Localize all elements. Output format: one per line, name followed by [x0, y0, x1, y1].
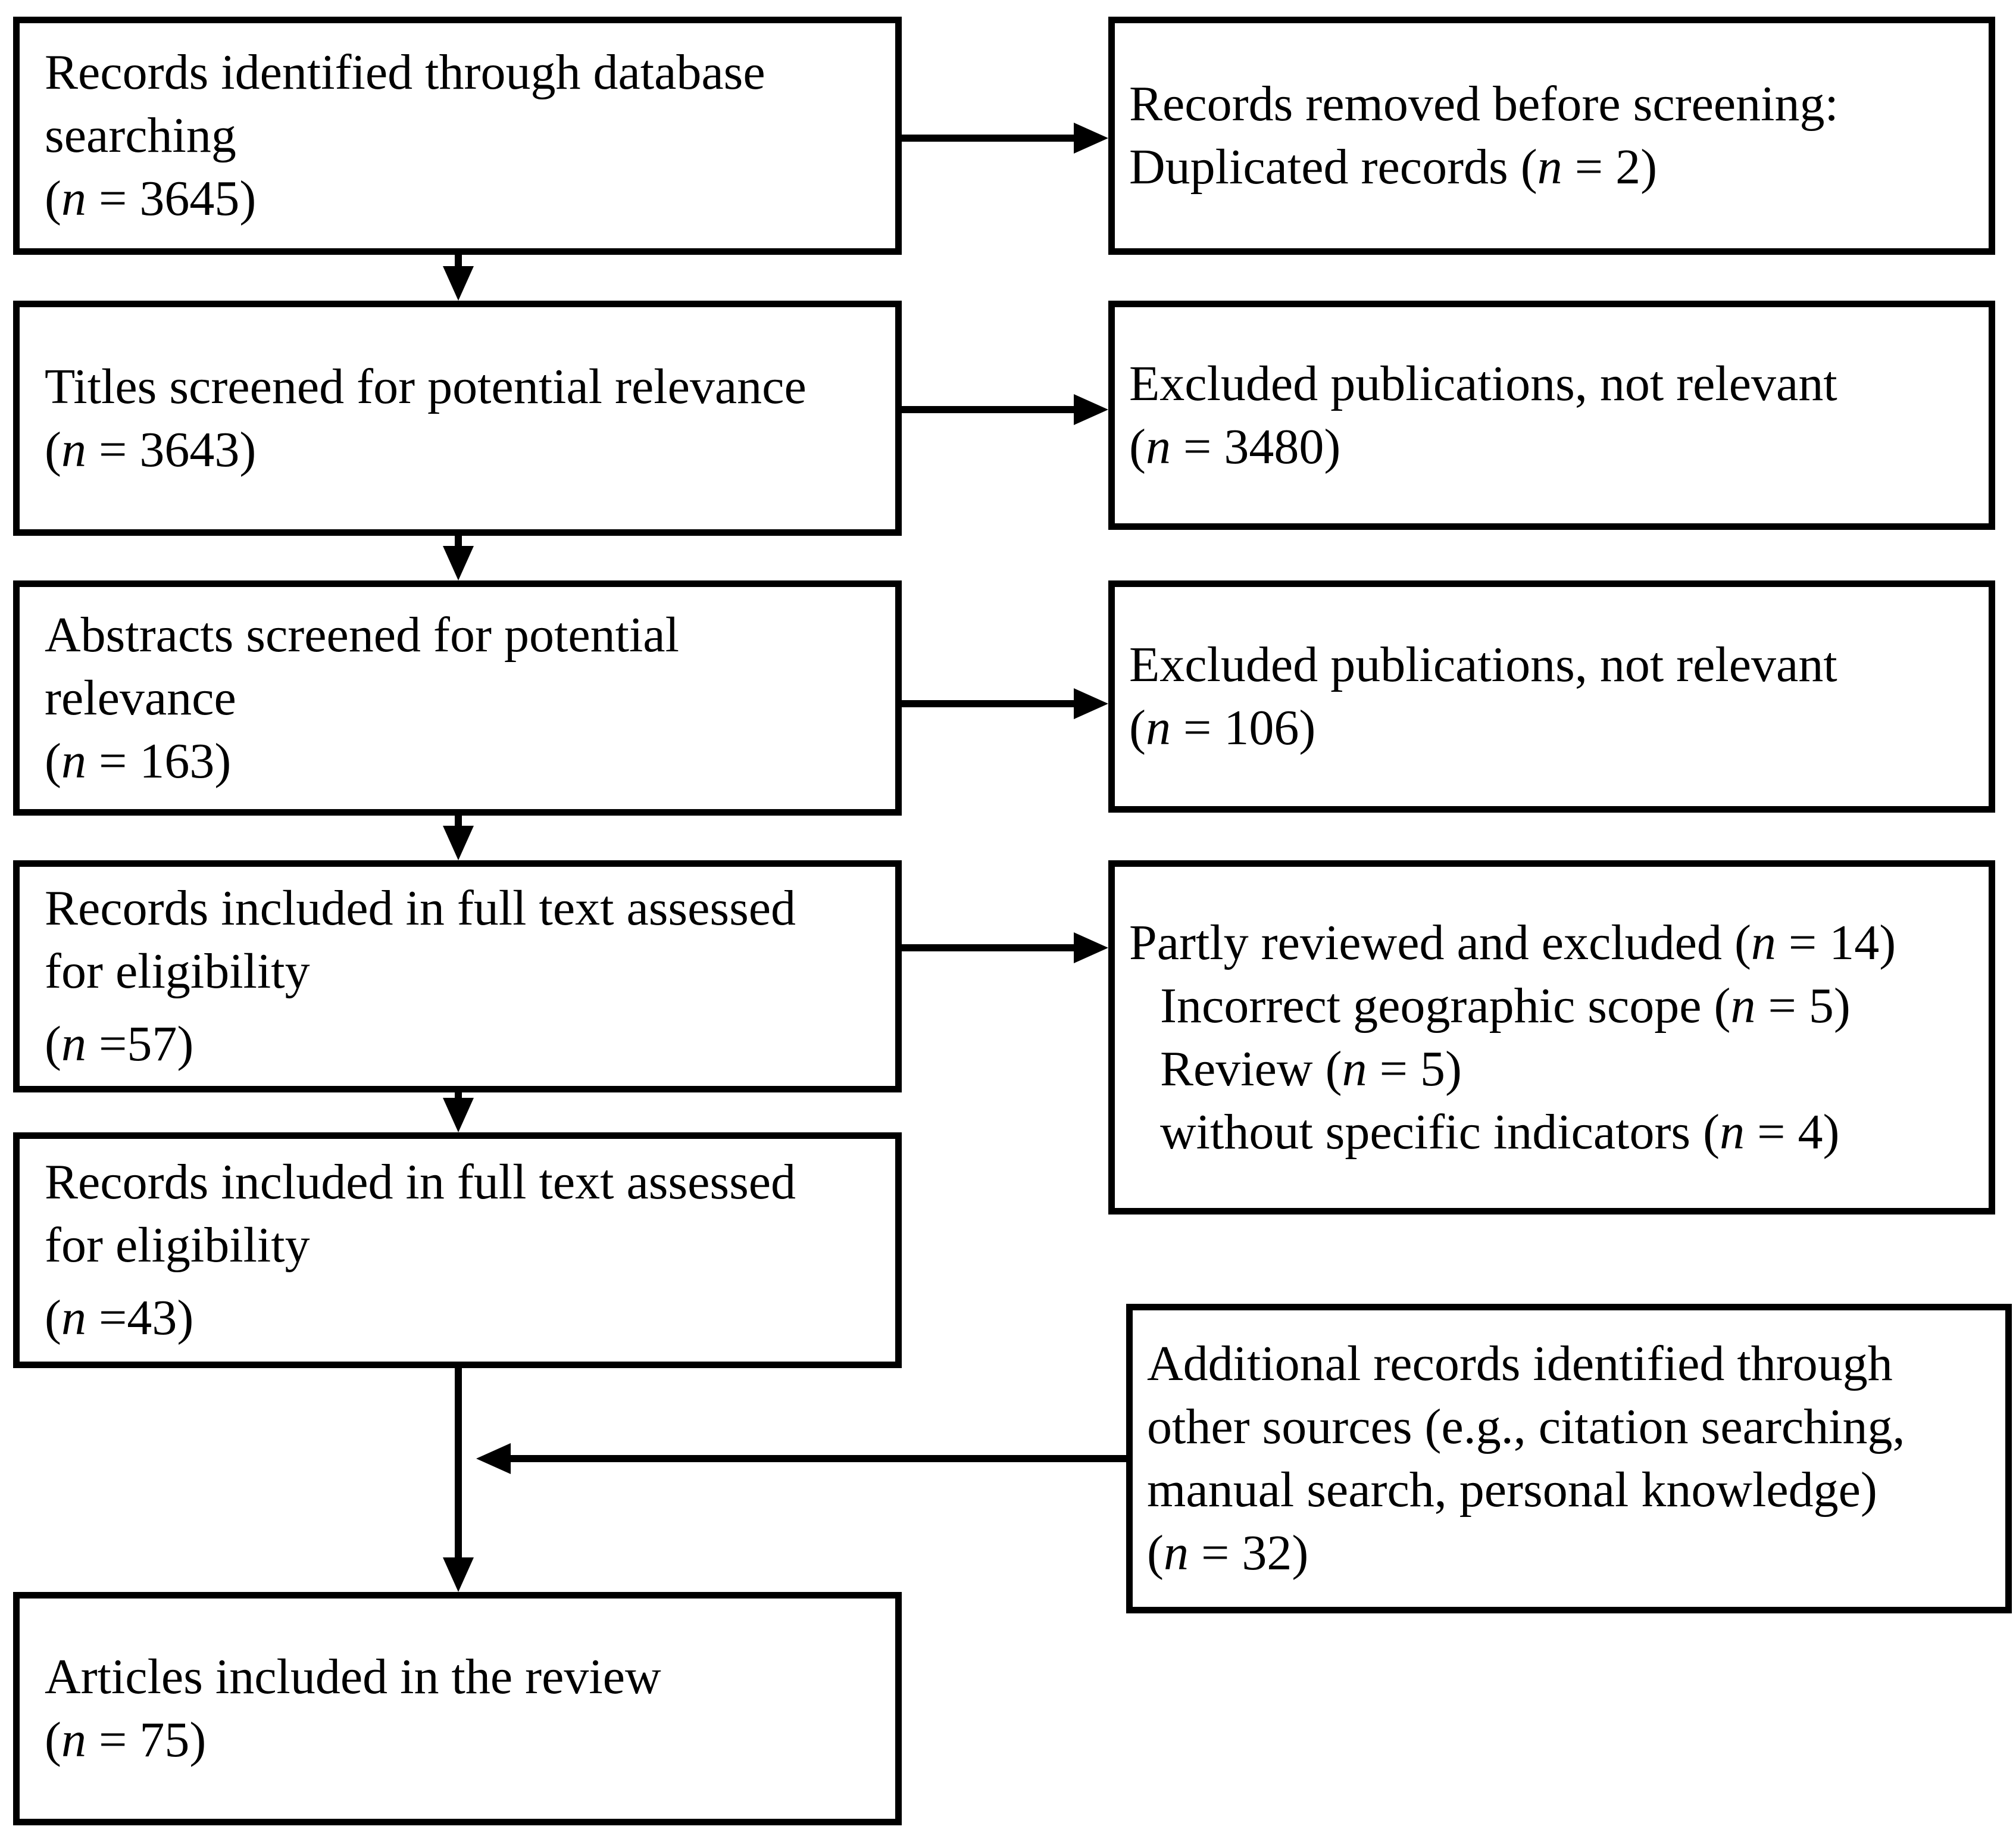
box-excluded-titles: Excluded publications, not relevant (n = …: [1108, 301, 1995, 530]
box-partly-reviewed: Partly reviewed and excluded (n = 14) Inc…: [1108, 860, 1995, 1215]
text-line: Articles included in the review: [45, 1649, 661, 1704]
text-line: other sources (e.g., citation searching,: [1147, 1399, 1905, 1454]
arrow-right-3-stem: [902, 700, 1076, 707]
arrow-right-4-head: [1074, 932, 1108, 963]
arrow-down-long-head: [443, 1557, 474, 1592]
arrow-right-1-head: [1074, 123, 1108, 154]
text-line: Abstracts screened for potential: [45, 607, 679, 663]
arrow-right-3-head: [1074, 688, 1108, 719]
arrow-left-additional-head: [476, 1443, 511, 1474]
box-excluded-abstracts: Excluded publications, not relevant (n = …: [1108, 580, 1995, 813]
text-line: (n =43): [45, 1290, 194, 1345]
box-titles-screened: Titles screened for potential relevance (…: [13, 301, 902, 536]
box-articles-included: Articles included in the review (n = 75): [13, 1592, 902, 1825]
box-records-identified: Records identified through database searc…: [13, 17, 902, 255]
text-line: (n = 32): [1147, 1525, 1309, 1581]
text-line: (n = 75): [45, 1712, 207, 1768]
text-line: (n = 3645): [45, 171, 257, 226]
arrow-down-4-head: [443, 1098, 474, 1132]
text-line: Titles screened for potential relevance: [45, 358, 807, 414]
text-line: Duplicated records (n = 2): [1129, 139, 1658, 195]
text-line: (n = 3480): [1129, 419, 1341, 474]
text-line: Additional records identified through: [1147, 1336, 1893, 1391]
text-line: Records included in full text assessed: [45, 881, 796, 936]
text-line: (n = 106): [1129, 700, 1316, 755]
text-line: (n =57): [45, 1016, 194, 1072]
text-line: for eligibility: [45, 1217, 310, 1273]
text-line: relevance: [45, 670, 236, 726]
box-fulltext-assessed-57: Records included in full text assessed fo…: [13, 860, 902, 1092]
text-line: Review (n = 5): [1160, 1041, 1462, 1097]
text-line: (n = 163): [45, 733, 232, 789]
arrow-right-1-stem: [902, 135, 1076, 142]
box-fulltext-assessed-43: Records included in full text assessed fo…: [13, 1132, 902, 1368]
arrow-down-1-head: [443, 266, 474, 301]
box-additional-records: Additional records identified through oth…: [1126, 1304, 2012, 1613]
arrow-right-2-head: [1074, 394, 1108, 425]
text-line: Records identified through database: [45, 45, 765, 100]
box-records-removed: Records removed before screening: Duplica…: [1108, 17, 1995, 255]
text-line: manual search, personal knowledge): [1147, 1462, 1877, 1518]
text-line: (n = 3643): [45, 422, 257, 477]
text-line: for eligibility: [45, 944, 310, 999]
box-abstracts-screened: Abstracts screened for potential relevanc…: [13, 580, 902, 816]
text-line: without specific indicators (n = 4): [1160, 1104, 1840, 1160]
arrow-left-additional-stem: [511, 1455, 1126, 1462]
arrow-down-3-head: [443, 826, 474, 860]
text-line: Records included in full text assessed: [45, 1154, 796, 1210]
arrow-down-2-head: [443, 546, 474, 580]
arrow-right-2-stem: [902, 406, 1076, 413]
arrow-down-1-stem: [455, 255, 462, 270]
text-line: searching: [45, 108, 236, 163]
text-line: Records removed before screening:: [1129, 76, 1839, 132]
text-line: Excluded publications, not relevant: [1129, 355, 1837, 411]
arrow-right-4-stem: [902, 944, 1076, 951]
text-line: Partly reviewed and excluded (n = 14): [1129, 914, 1896, 970]
arrow-down-long-stem: [455, 1368, 462, 1560]
text-line: Excluded publications, not relevant: [1129, 637, 1837, 692]
text-line: Incorrect geographic scope (n = 5): [1160, 978, 1851, 1034]
